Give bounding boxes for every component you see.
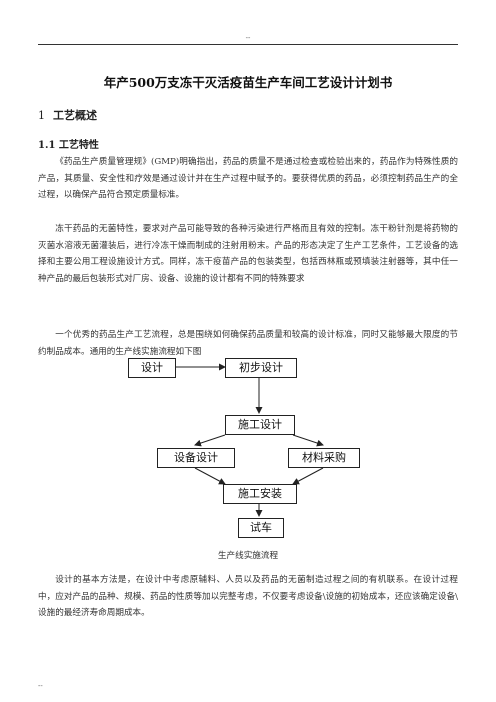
arrow-construct-to-equipment	[194, 434, 226, 447]
arrow-equipment-to-install	[194, 467, 226, 485]
paragraph-gmp: 《药品生产质量管理规》(GMP)明确指出，药品的质量不是通过检查或检验出来的，药…	[38, 157, 458, 200]
paragraph-sterility: 冻干药品的无菌特性，要求对产品可能导致的各种污染进行严格而且有效的控制。冻干粉针…	[38, 224, 458, 284]
document-title: 年产500万支冻干灭活疫苗生产车间工艺设计计划书	[103, 75, 393, 90]
section-heading: 1 工艺概述	[38, 107, 97, 123]
section-number: 1	[38, 109, 45, 122]
flow-node-preliminary-design: 初步设计	[225, 358, 297, 378]
header-rule	[38, 44, 458, 45]
flow-node-equipment-design: 设备设计	[157, 448, 235, 468]
header-mark: --	[245, 34, 251, 42]
paragraph-method: 设计的基本方法是，在设计中考虑原辅料、人员以及药品的无菌制造过程之间的有机联系。…	[38, 575, 458, 618]
paragraph-process: 一个优秀的药品生产工艺流程，总是围绕如何确保药品质量和较高的设计标准，同时又能够…	[38, 330, 458, 357]
arrow-construct-to-material	[292, 434, 324, 447]
subsection-heading: 1.1 工艺特性	[38, 140, 99, 151]
flowchart-caption: 生产线实施流程	[217, 551, 279, 561]
flow-node-construction-design: 施工设计	[225, 415, 295, 435]
section-title: 工艺概述	[53, 109, 97, 122]
flow-node-trial-run: 试车	[238, 518, 284, 538]
flow-node-material-procurement: 材料采购	[288, 448, 360, 468]
arrow-material-to-install	[292, 467, 324, 485]
flow-node-installation: 施工安装	[223, 484, 297, 504]
flow-node-design: 设计	[128, 358, 176, 378]
footer-mark: --	[38, 682, 43, 690]
